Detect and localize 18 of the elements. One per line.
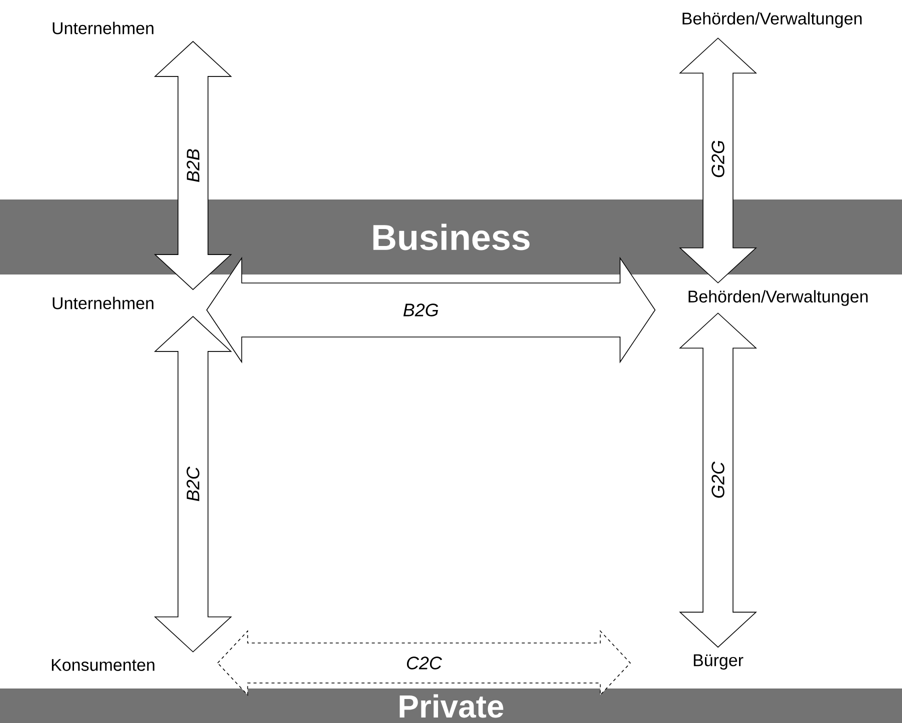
edge-label: G2G xyxy=(710,139,726,179)
edge-label: B2G xyxy=(402,302,440,318)
edge-label: C2C xyxy=(404,656,443,670)
edge-label: G2C xyxy=(710,460,726,500)
double-arrow xyxy=(678,312,758,648)
entity-label: Behörden/Verwaltungen xyxy=(682,12,862,28)
band: Business xyxy=(0,200,902,274)
double-arrow xyxy=(217,630,631,696)
edge-label: B2C xyxy=(186,466,200,503)
double-arrow xyxy=(206,256,656,364)
double-arrow xyxy=(678,38,758,284)
entity-label: Konsumenten xyxy=(52,659,154,671)
entity-label: Unternehmen xyxy=(52,22,154,34)
edge-label: B2B xyxy=(186,148,200,184)
entity-label: Bürger xyxy=(694,654,744,670)
entity-label: Behörden/Verwaltungen xyxy=(688,290,868,306)
band: Private xyxy=(0,688,902,723)
entity-label: Unternehmen xyxy=(52,296,154,310)
